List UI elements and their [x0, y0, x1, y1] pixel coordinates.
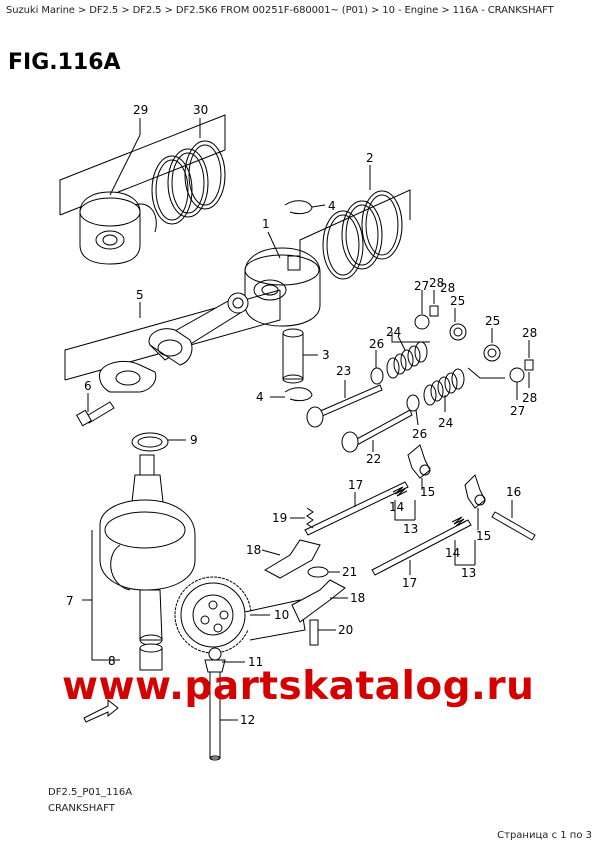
callout-11[interactable]: 11	[248, 655, 263, 669]
valve-spring-24a	[386, 341, 428, 379]
callout-22[interactable]: 22	[366, 452, 381, 466]
callout-3[interactable]: 3	[322, 348, 330, 362]
figure-title: FIG.116A	[8, 50, 121, 75]
callout-5[interactable]: 5	[136, 288, 144, 302]
spring-14b	[451, 516, 467, 527]
rocker-shaft-17a	[304, 481, 409, 536]
piston-29	[79, 191, 157, 265]
front-arrow-icon	[83, 698, 119, 723]
push-rod-16	[491, 511, 536, 541]
callout-24-top[interactable]: 24	[386, 325, 401, 339]
callout-1[interactable]: 1	[262, 217, 270, 231]
callout-17-top[interactable]: 17	[348, 478, 363, 492]
callout-14-top[interactable]: 14	[389, 500, 404, 514]
callout-13-top[interactable]: 13	[403, 522, 418, 536]
callout-29[interactable]: 29	[133, 103, 148, 117]
callout-labels: 29 30 2 4 1 5 3 6 4 9 7 8 10 11 12 17 19…	[66, 103, 537, 727]
callout-26-bottom[interactable]: 26	[412, 427, 427, 441]
piston-rings-2	[322, 190, 403, 280]
rod-bolt-6	[75, 401, 115, 427]
callout-14-bottom[interactable]: 14	[445, 546, 460, 560]
callout-15-bottom[interactable]: 15	[476, 529, 491, 543]
callout-27-top[interactable]: 27	[414, 279, 429, 293]
callout-8[interactable]: 8	[108, 654, 116, 668]
callout-9[interactable]: 9	[190, 433, 198, 447]
breadcrumb[interactable]: Suzuki Marine > DF2.5 > DF2.5 > DF2.5K6 …	[6, 5, 554, 16]
bearing-8	[139, 643, 163, 671]
callout-24-bottom[interactable]: 24	[438, 416, 453, 430]
callout-2[interactable]: 2	[366, 151, 374, 165]
push-rod-12	[204, 647, 226, 761]
watermark: www.partskatalog.ru	[62, 664, 535, 709]
callout-10[interactable]: 10	[274, 608, 289, 622]
callout-27-bottom[interactable]: 27	[510, 404, 525, 418]
callout-25-top[interactable]: 25	[450, 294, 465, 308]
callout-28-d[interactable]: 28	[522, 391, 537, 405]
callout-6[interactable]: 6	[84, 379, 92, 393]
callout-12[interactable]: 12	[240, 713, 255, 727]
callout-23[interactable]: 23	[336, 364, 351, 378]
rocker-arm-13a	[407, 444, 431, 479]
connecting-rod-5	[148, 292, 249, 366]
callout-20[interactable]: 20	[338, 623, 353, 637]
camshaft-gear-10	[174, 576, 306, 654]
callout-26-top[interactable]: 26	[369, 337, 384, 351]
valve-spring-24b	[423, 368, 465, 406]
valve-23	[306, 384, 383, 428]
callout-13-bottom[interactable]: 13	[461, 566, 476, 580]
callout-19[interactable]: 19	[272, 511, 287, 525]
spring-19	[306, 507, 314, 529]
callout-28-a[interactable]: 28	[429, 276, 444, 290]
callout-7[interactable]: 7	[66, 594, 74, 608]
callout-30[interactable]: 30	[193, 103, 208, 117]
callout-28-b[interactable]: 28	[440, 281, 455, 295]
piston-1	[244, 247, 321, 327]
callout-18-top[interactable]: 18	[246, 543, 261, 557]
oil-seal-9	[131, 432, 169, 452]
callout-28-c[interactable]: 28	[522, 326, 537, 340]
footer-diagram-code: DF2.5_P01_116A	[48, 787, 133, 798]
callout-15-top[interactable]: 15	[420, 485, 435, 499]
rocker-arm-18a	[263, 539, 321, 579]
callout-21[interactable]: 21	[342, 565, 357, 579]
crankshaft-7	[99, 454, 196, 646]
connecting-rod-frame	[64, 289, 281, 381]
rocker-arm-13b	[464, 474, 486, 509]
piston-pin-3	[282, 328, 304, 384]
valve-22	[341, 409, 413, 453]
piston-rings-30	[151, 140, 226, 225]
footer-diagram-name: CRANKSHAFT	[48, 803, 115, 814]
callout-16[interactable]: 16	[506, 485, 521, 499]
callout-25-bottom[interactable]: 25	[485, 314, 500, 328]
page-indicator: Страница с 1 по 3	[497, 830, 592, 841]
spring-14a	[392, 486, 408, 497]
callout-17-bottom[interactable]: 17	[402, 576, 417, 590]
rocker-arm-18b	[291, 579, 346, 623]
rod-cap	[99, 361, 157, 393]
callout-4-bottom[interactable]: 4	[256, 390, 264, 404]
rocker-shaft-17b	[371, 519, 472, 576]
callout-4-top[interactable]: 4	[328, 199, 336, 213]
callout-18-bottom[interactable]: 18	[350, 591, 365, 605]
